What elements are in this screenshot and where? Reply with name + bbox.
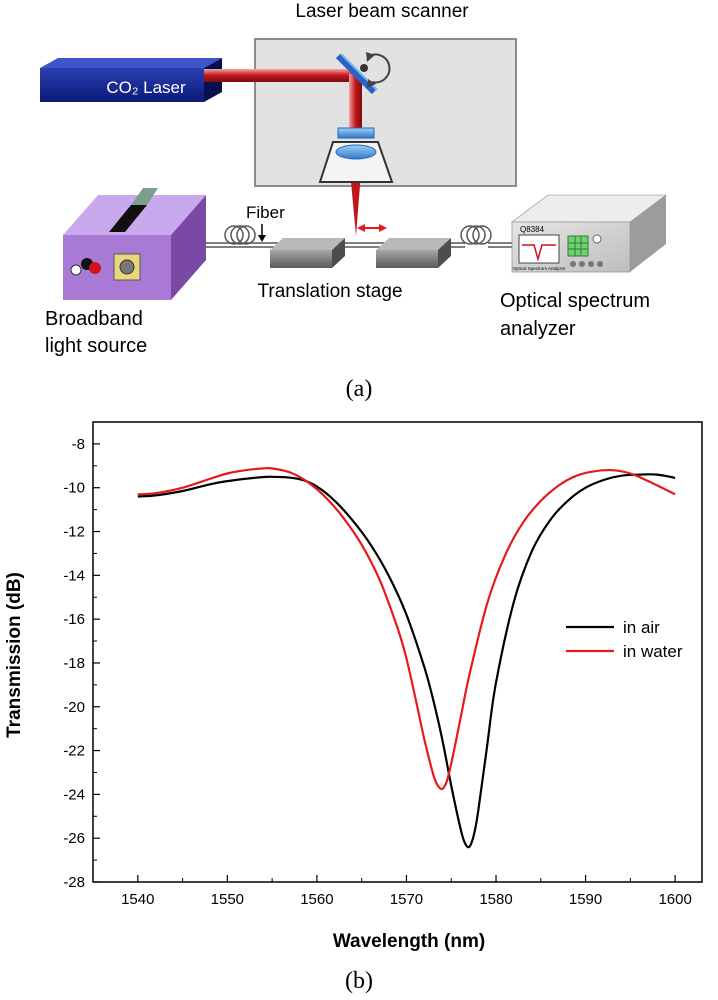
y-tick-label: -10	[63, 480, 85, 497]
translation-stage-left	[270, 238, 345, 268]
y-axis: -8 -10 -12 -14 -16 -18 -20 -22 -24 -26 -28	[63, 436, 100, 891]
co2-laser-label: CO₂ Laser	[106, 78, 186, 97]
x-tick-label: 1550	[211, 891, 244, 908]
broadband-label-line2: light source	[45, 335, 147, 357]
y-tick-label: -18	[63, 655, 85, 672]
y-tick-label: -8	[72, 436, 85, 453]
y-tick-label: -22	[63, 743, 85, 760]
x-tick-label: 1590	[569, 891, 602, 908]
legend-label-in-air: in air	[623, 618, 660, 637]
x-axis: 1540 1550 1560 1570 1580 1590 1600	[121, 875, 692, 908]
osa-panel-text: Optical Spectrum Analyzer	[512, 266, 566, 271]
translation-stage-label: Translation stage	[257, 281, 402, 302]
translation-stage-right	[376, 238, 451, 268]
x-tick-label: 1570	[390, 891, 423, 908]
y-tick-label: -14	[63, 567, 85, 584]
focusing-lens	[318, 127, 394, 183]
plot-area-border	[92, 421, 703, 883]
legend-label-in-water: in water	[623, 642, 683, 661]
laser-beam-scanner-label: Laser beam scanner	[295, 1, 469, 22]
optical-spectrum-analyzer: Q8384 Optical Spectrum Analyzer	[510, 194, 668, 273]
rotation-arrow-icon	[366, 52, 391, 88]
series-line-in-air	[137, 473, 676, 849]
caption-a: (a)	[346, 376, 373, 402]
x-tick-label: 1540	[121, 891, 154, 908]
osa-label-line2: analyzer	[500, 318, 576, 340]
broadband-light-source	[63, 188, 206, 300]
scan-direction-arrow-icon	[357, 224, 387, 232]
y-tick-label: -24	[63, 786, 85, 803]
transmission-plot: -8 -10 -12 -14 -16 -18 -20 -22 -24 -26 -28 1540 155…	[4, 421, 703, 994]
osa-screen	[518, 234, 560, 264]
fiber-pointer-arrow-icon	[258, 224, 266, 242]
osa-label-line1: Optical spectrum	[500, 290, 650, 312]
fiber-label: Fiber	[246, 203, 285, 222]
plot-series	[137, 466, 676, 849]
x-tick-label: 1560	[300, 891, 333, 908]
y-tick-label: -20	[63, 699, 85, 716]
legend: in air in water	[566, 618, 683, 661]
y-tick-label: -26	[63, 830, 85, 847]
caption-b: (b)	[345, 968, 373, 994]
y-tick-label: -12	[63, 524, 85, 541]
setup-schematic: Laser beam scanner CO₂ Laser	[40, 1, 668, 402]
laser-beam-horizontal	[204, 69, 356, 82]
x-tick-label: 1600	[658, 891, 691, 908]
broadband-label-line1: Broadband	[45, 308, 143, 330]
y-axis-title: Transmission (dB)	[4, 572, 25, 738]
series-line-in-water	[137, 466, 676, 791]
laser-beam-vertical	[349, 74, 362, 136]
y-tick-label: -16	[63, 611, 85, 628]
plot-frame	[92, 421, 703, 883]
co2-laser: CO₂ Laser	[40, 58, 222, 102]
x-axis-title: Wavelength (nm)	[333, 931, 485, 952]
x-tick-label: 1580	[479, 891, 512, 908]
osa-model-label: Q8384	[520, 225, 545, 234]
y-tick-label: -28	[63, 874, 85, 891]
